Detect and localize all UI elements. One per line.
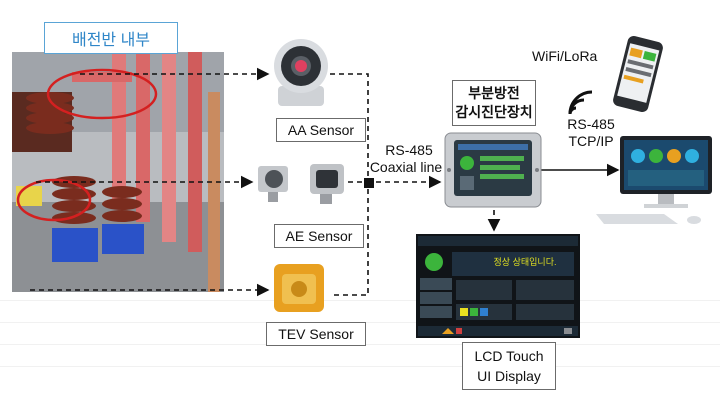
tev-sensor-image: [274, 264, 324, 312]
tev-sensor-label: TEV Sensor: [266, 322, 366, 346]
aa-sensor-image: [274, 39, 328, 106]
monitor-unit-line1: 부분방전: [468, 85, 520, 101]
wireless-signal-icon: [568, 90, 593, 115]
lcd-label-line1: LCD Touch: [474, 348, 544, 364]
ae-sensor-label: AE Sensor: [274, 224, 364, 248]
switchgear-interior-photo: [12, 52, 224, 292]
lcd-status-text: 정상 상태입니다.: [493, 257, 557, 267]
background-line: [0, 366, 720, 367]
rs485-label-right: RS-485: [567, 116, 615, 132]
lcd-display-label: LCD Touch UI Display: [462, 342, 556, 390]
wifi-lora-label: WiFi/LoRa: [532, 48, 598, 64]
monitor-unit-label: 부분방전 감시진단장치: [452, 80, 536, 126]
aa-sensor-label: AA Sensor: [276, 118, 366, 142]
desktop-pc-image: [596, 136, 712, 224]
ae-sensor-image: [258, 164, 344, 204]
smartphone-image: [613, 35, 663, 113]
lcd-touch-display-image: [416, 234, 580, 338]
background-line: [0, 300, 720, 301]
tcp-ip-label: TCP/IP: [568, 133, 614, 149]
rs485-label-left: RS-485: [385, 142, 433, 158]
monitor-unit-line2: 감시진단장치: [455, 104, 533, 120]
switchgear-title: 배전반 내부: [44, 22, 178, 54]
coaxial-line-label: Coaxial line: [369, 159, 443, 175]
monitor-unit-device: [444, 132, 542, 208]
lcd-label-line2: UI Display: [477, 368, 541, 384]
